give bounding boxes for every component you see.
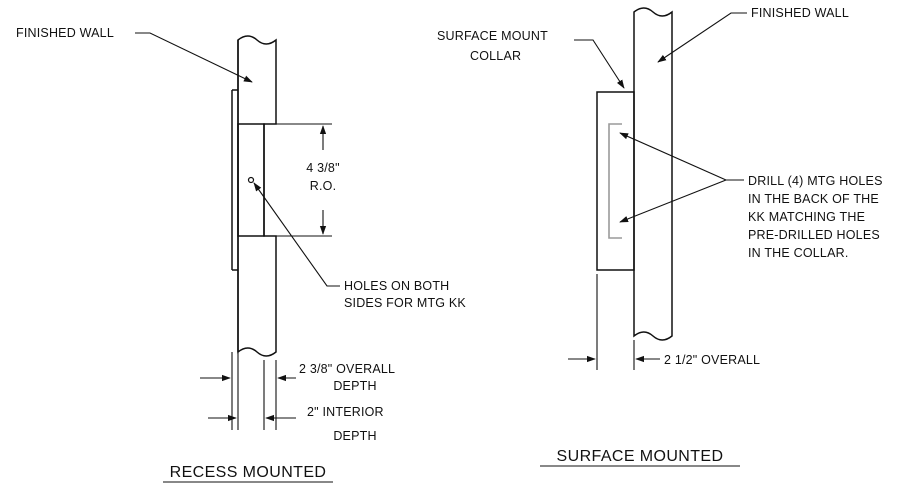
surface-collar — [596, 91, 635, 271]
recess-cabinet — [231, 89, 265, 271]
surface-finished-wall-callout: FINISHED WALL — [657, 6, 849, 63]
drill-label-line2: IN THE BACK OF THE — [748, 192, 879, 206]
recess-title: RECESS MOUNTED — [170, 464, 327, 481]
recess-wall — [237, 35, 277, 357]
pre-drilled-holes-outline — [608, 123, 622, 239]
rough-opening-value: 4 3/8" — [306, 161, 339, 175]
mounting-hole-marker — [247, 176, 255, 184]
overall-depth-label-line2: DEPTH — [333, 379, 376, 393]
surface-finished-wall-label: FINISHED WALL — [751, 6, 849, 20]
drill-label-line4: PRE-DRILLED HOLES — [748, 228, 880, 242]
drill-label-line3: KK MATCHING THE — [748, 210, 865, 224]
surface-overall-label: 2 1/2" OVERALL — [664, 353, 760, 367]
rough-opening-unit: R.O. — [310, 179, 337, 193]
holes-label-line1: HOLES ON BOTH — [344, 279, 449, 293]
recess-finished-wall-label: FINISHED WALL — [16, 26, 114, 40]
rough-opening-dimension: 4 3/8" R.O. — [268, 123, 340, 237]
interior-depth-label-line2: DEPTH — [333, 429, 376, 443]
recess-depth-dimensions: 2 3/8" OVERALL DEPTH 2" INTERIOR DEPTH — [200, 352, 395, 443]
holes-label-line2: SIDES FOR MTG KK — [344, 296, 466, 310]
surface-wall — [633, 7, 673, 341]
drill-callout: DRILL (4) MTG HOLES IN THE BACK OF THE K… — [619, 132, 883, 260]
collar-label-line2: COLLAR — [470, 49, 521, 63]
recess-finished-wall-callout: FINISHED WALL — [16, 26, 253, 83]
collar-label-line1: SURFACE MOUNT — [437, 29, 548, 43]
holes-callout: HOLES ON BOTH SIDES FOR MTG KK — [253, 182, 466, 310]
surface-overall-dimension: 2 1/2" OVERALL — [568, 274, 760, 370]
overall-depth-label-line1: 2 3/8" OVERALL — [299, 362, 395, 376]
surface-title: SURFACE MOUNTED — [557, 448, 724, 465]
interior-depth-label-line1: 2" INTERIOR — [307, 405, 384, 419]
collar-callout: SURFACE MOUNT COLLAR — [437, 29, 625, 89]
drill-label-line1: DRILL (4) MTG HOLES — [748, 174, 883, 188]
drill-label-line5: IN THE COLLAR. — [748, 246, 849, 260]
